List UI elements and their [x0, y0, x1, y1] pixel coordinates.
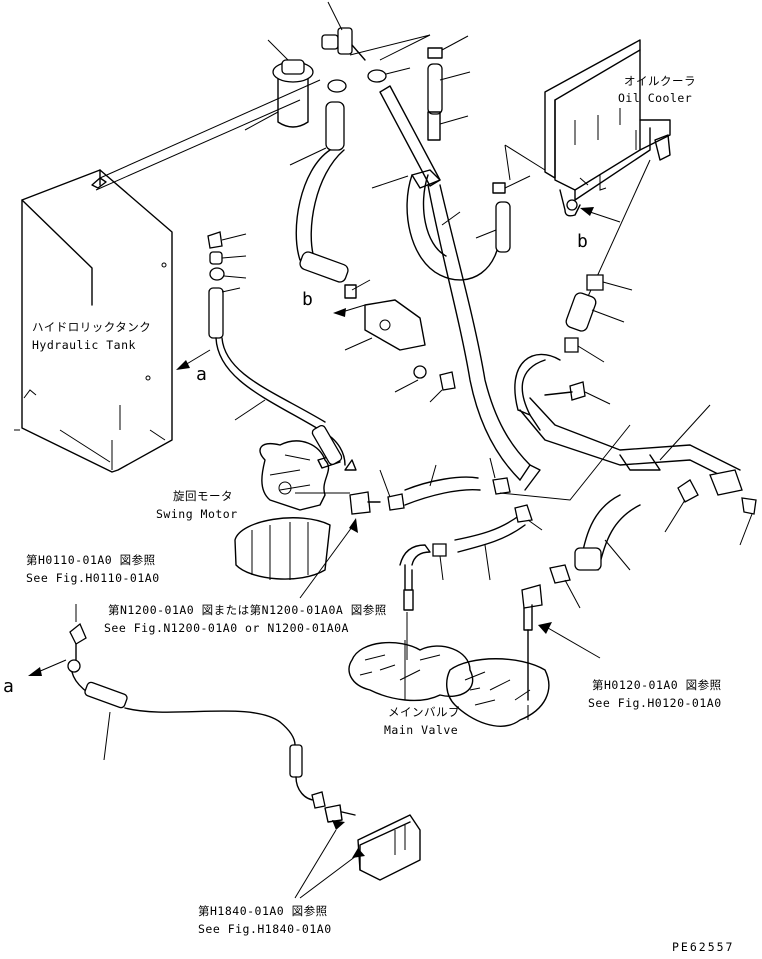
- drawing-code: PE62557: [672, 940, 735, 954]
- arrow-a-tank: [176, 349, 211, 370]
- marker-a-tank: a: [196, 364, 207, 385]
- pilot-valve-block: [294, 804, 421, 899]
- reference-h0120-en: See Fig.H0120-01A0: [588, 696, 722, 710]
- main-return-hose: [295, 149, 371, 299]
- reference-h0120-jp: 第H0120-01A0 図参照: [592, 678, 722, 692]
- central-long-hose: [371, 169, 541, 491]
- right-hose-stack: [514, 274, 633, 431]
- oil-cooler-hose: [475, 144, 546, 253]
- valve-elbow-fitting: [521, 584, 601, 701]
- arrow-b-right: [580, 207, 621, 223]
- oil-cooler: [544, 39, 671, 217]
- top-elbow-fitting: [321, 1, 431, 61]
- reference-n1200-en: See Fig.N1200-01A0 or N1200-01A0A: [104, 621, 349, 635]
- central-lower-hoses: [379, 424, 631, 611]
- main-valve: [348, 640, 550, 727]
- main-valve-label-en: Main Valve: [384, 723, 459, 737]
- oil-cooler-label-jp: オイルクーラ: [624, 74, 696, 88]
- marker-b-left: b: [302, 289, 313, 310]
- hydraulic-tank: [14, 169, 173, 473]
- reference-h0110-en: See Fig.H0110-01A0: [26, 571, 160, 585]
- swing-motor-label-en: Swing Motor: [156, 507, 238, 521]
- swing-motor: [234, 440, 381, 580]
- swing-motor-label-jp: 旋回モータ: [173, 489, 233, 503]
- reference-h1840-jp: 第H1840-01A0 図参照: [198, 904, 328, 918]
- marker-b-right: b: [577, 231, 588, 252]
- reference-h1840-en: See Fig.H1840-01A0: [198, 922, 332, 936]
- arrow-b-left: [333, 299, 456, 403]
- leader-line: [299, 526, 353, 599]
- leader-line: [99, 79, 321, 179]
- lower-right-hose: [549, 479, 757, 609]
- hydraulic-tank-label-jp: ハイドロリックタンク: [32, 320, 152, 334]
- reference-n1200-jp: 第N1200-01A0 図または第N1200-01A0A 図参照: [108, 603, 387, 617]
- reference-h0110-jp: 第H0110-01A0 図参照: [26, 553, 156, 567]
- clamp-group-top: [327, 35, 469, 93]
- leader-line: [95, 99, 301, 191]
- lower-left-hose: [67, 604, 326, 809]
- tank-drain-hose: [207, 231, 346, 466]
- marker-a-left: a: [3, 676, 14, 697]
- arrowhead: [349, 518, 358, 533]
- filter-element: [244, 39, 314, 131]
- right-steel-pipe: [519, 397, 743, 496]
- main-valve-label-jp: メインバルブ: [388, 705, 460, 719]
- arrow-a-left: [28, 659, 67, 676]
- hydraulic-tank-label-en: Hydraulic Tank: [32, 338, 136, 352]
- oil-cooler-label-en: Oil Cooler: [618, 91, 693, 105]
